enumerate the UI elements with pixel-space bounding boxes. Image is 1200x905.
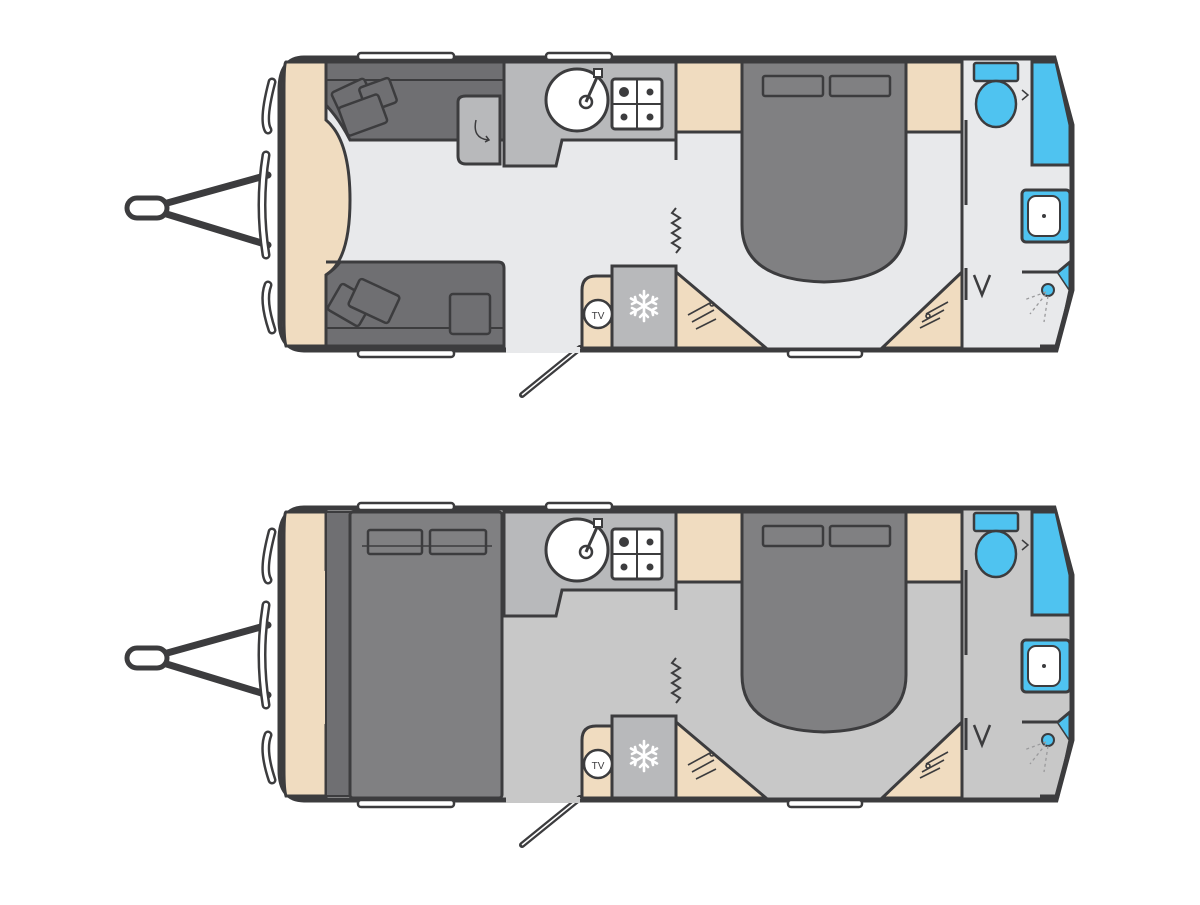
floorplan-day: TV [127,51,1075,395]
tv-label: TV [592,311,605,322]
floorplan-night: TV [127,501,1075,845]
tv-label: TV [592,761,605,772]
